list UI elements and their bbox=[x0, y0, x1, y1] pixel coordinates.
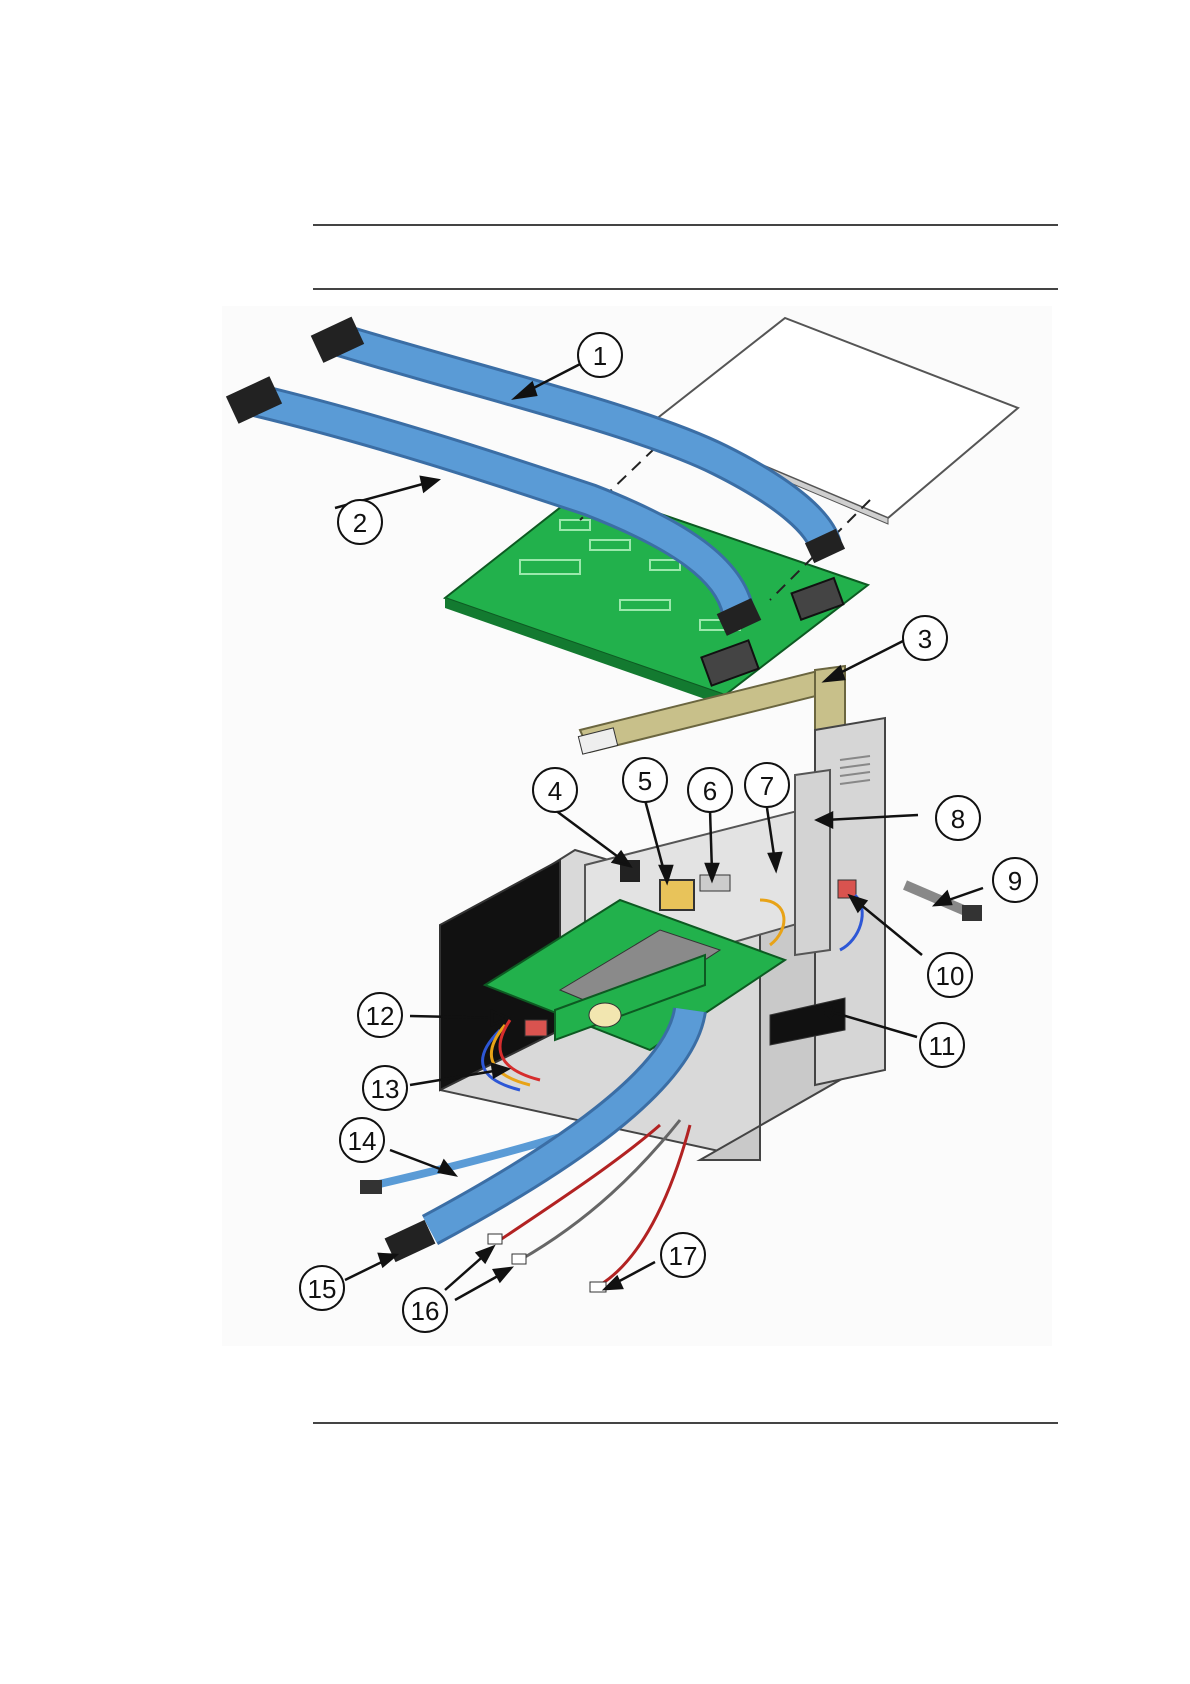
wire-17-plug bbox=[590, 1282, 606, 1292]
callout-15: 15 bbox=[300, 1266, 344, 1310]
svg-text:9: 9 bbox=[1008, 866, 1022, 896]
connector-6 bbox=[700, 875, 730, 891]
svg-text:17: 17 bbox=[669, 1241, 698, 1271]
svg-text:1: 1 bbox=[593, 341, 607, 371]
cable-9-connector bbox=[962, 905, 982, 921]
svg-text:8: 8 bbox=[951, 804, 965, 834]
callout-14: 14 bbox=[340, 1118, 384, 1162]
svg-text:7: 7 bbox=[760, 771, 774, 801]
callout-16: 16 bbox=[403, 1288, 447, 1332]
cable-14-connector bbox=[360, 1180, 382, 1194]
svg-text:11: 11 bbox=[929, 1031, 956, 1061]
svg-text:5: 5 bbox=[638, 766, 652, 796]
callout-6: 6 bbox=[688, 768, 732, 812]
svg-text:4: 4 bbox=[548, 776, 562, 806]
svg-text:2: 2 bbox=[353, 508, 367, 538]
callout-5: 5 bbox=[623, 758, 667, 802]
callout-8: 8 bbox=[936, 796, 980, 840]
callout-10: 10 bbox=[928, 953, 972, 997]
svg-text:15: 15 bbox=[308, 1274, 337, 1304]
callout-3: 3 bbox=[903, 616, 947, 660]
flex-cable-8 bbox=[795, 770, 830, 955]
connector-10 bbox=[838, 880, 856, 898]
callout-2: 2 bbox=[338, 500, 382, 544]
callout-17: 17 bbox=[661, 1233, 705, 1277]
svg-text:14: 14 bbox=[348, 1126, 377, 1156]
svg-text:6: 6 bbox=[703, 776, 717, 806]
wire-16b-plug bbox=[512, 1254, 526, 1264]
callout-12: 12 bbox=[358, 993, 402, 1037]
svg-text:16: 16 bbox=[411, 1296, 440, 1326]
transformer bbox=[660, 880, 694, 910]
callout-9: 9 bbox=[993, 858, 1037, 902]
svg-text:13: 13 bbox=[371, 1074, 400, 1104]
callout-11: 11 bbox=[920, 1023, 964, 1067]
svg-text:3: 3 bbox=[918, 624, 932, 654]
callout-1: 1 bbox=[578, 333, 622, 377]
svg-text:12: 12 bbox=[366, 1001, 395, 1031]
svg-text:10: 10 bbox=[936, 961, 965, 991]
battery-holder bbox=[589, 1003, 621, 1027]
wire-16a-plug bbox=[488, 1234, 502, 1244]
callout-4: 4 bbox=[533, 768, 577, 812]
callout-13: 13 bbox=[363, 1066, 407, 1110]
callout-7: 7 bbox=[745, 763, 789, 807]
connector-12 bbox=[525, 1020, 547, 1036]
